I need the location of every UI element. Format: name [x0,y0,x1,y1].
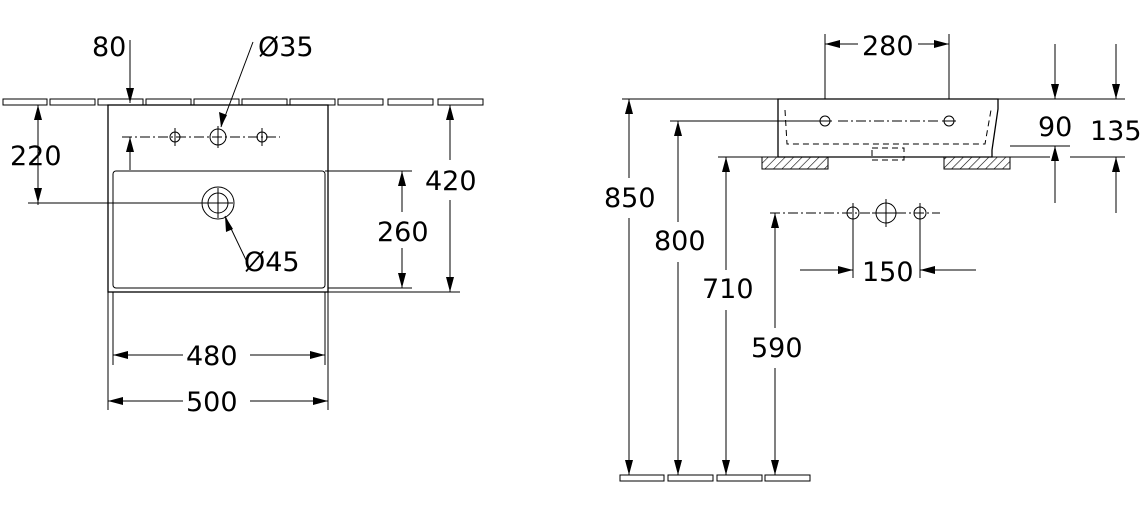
dim-total-height: 850 [604,183,656,214]
dim-rim-height: 800 [654,226,706,257]
dim-tap-offset: 80 [92,32,126,63]
plan-view: 80 Ø35 220 Ø45 260 420 48 [2,32,484,418]
dim-tap-to-wall: 220 [10,141,62,172]
dim-total-depth: 420 [425,166,477,197]
floor-tiles [619,474,811,482]
basin-outline [107,104,329,293]
dim-fixing-spacing: 280 [862,31,914,62]
dim-total-width: 500 [186,387,238,418]
dim-supply-height: 590 [751,333,803,364]
dim-fixing-height: 710 [702,274,754,305]
dim-supply-spacing: 150 [862,257,914,288]
supply-connections [770,199,940,227]
dim-overall-height: 135 [1090,116,1140,147]
dim-tap-hole-diameter: Ø35 [258,32,314,63]
waste-outlet [201,186,235,220]
wall-tiles [2,98,484,106]
dim-waste-diameter: Ø45 [244,247,300,278]
side-view: 280 850 800 710 590 150 [604,31,1140,482]
dim-basin-height: 90 [1038,112,1072,143]
bowl-hidden-line [784,109,992,145]
dim-bowl-width: 480 [186,341,238,372]
bowl-outline [112,170,326,289]
fixing-bracket-right [943,156,1011,170]
fixing-bracket-left [761,156,829,170]
tap-holes [122,126,280,148]
dim-bowl-depth: 260 [377,217,429,248]
